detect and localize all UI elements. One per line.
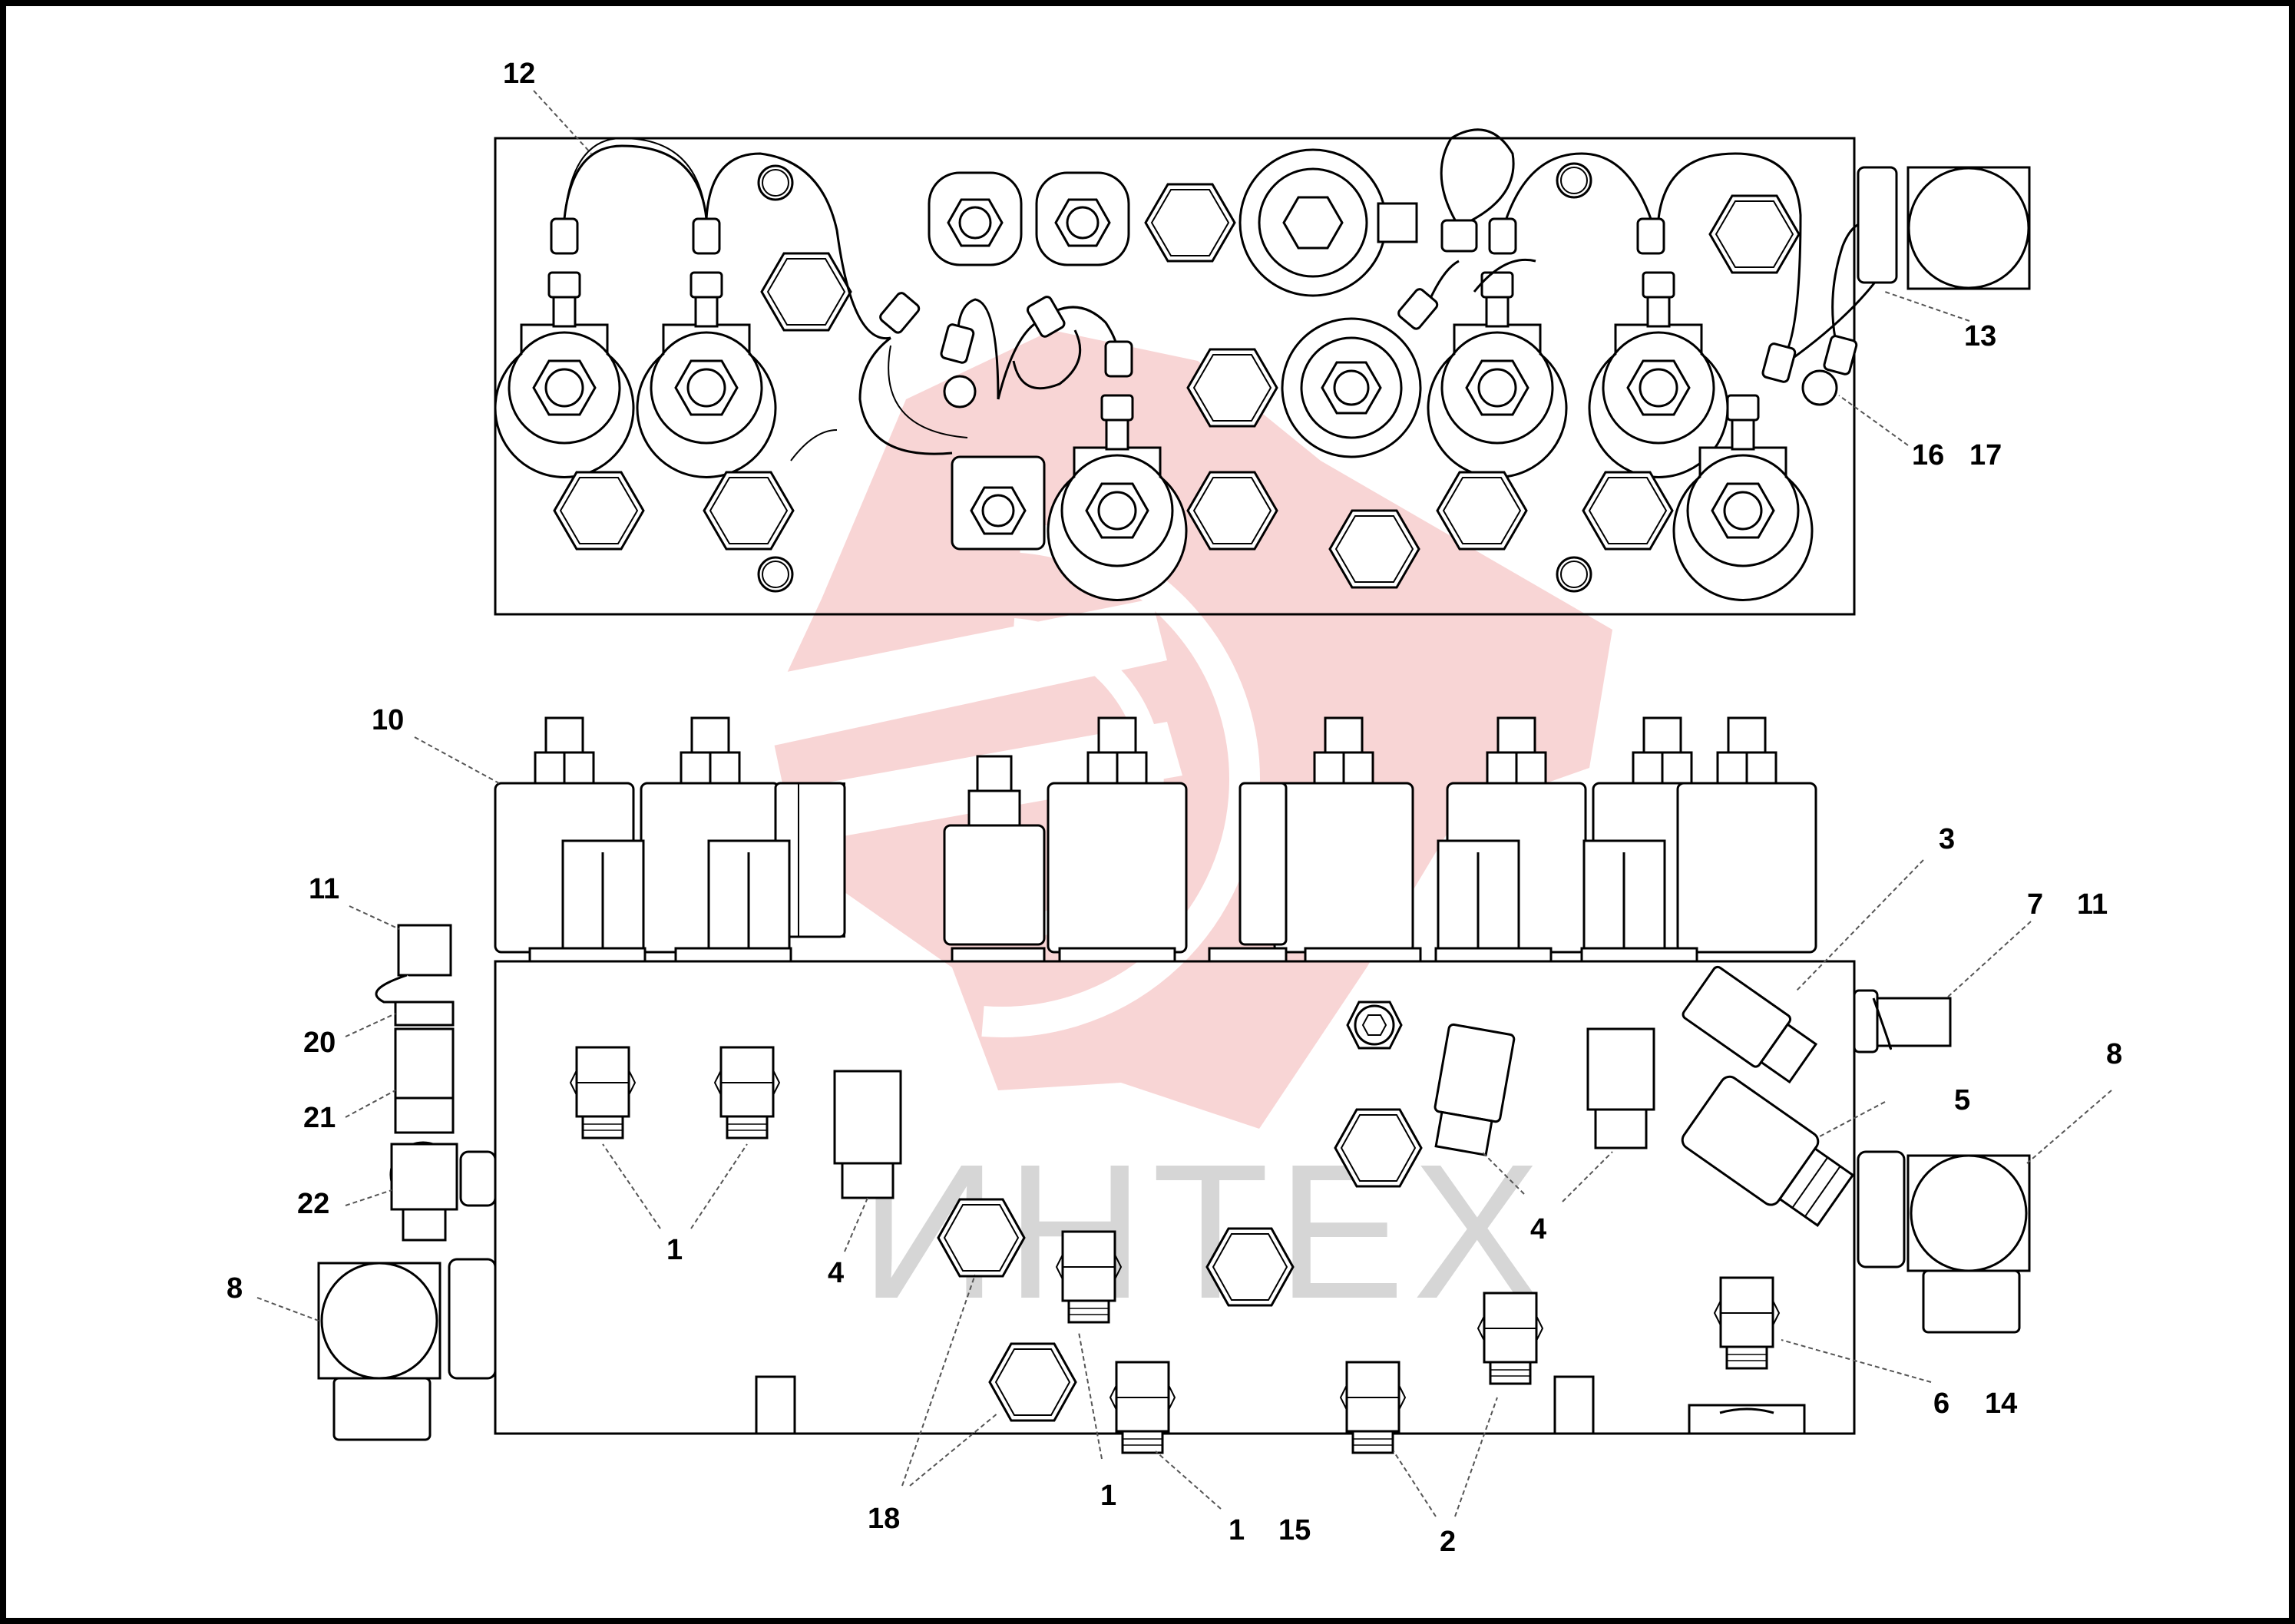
hex-plug-top (553, 471, 645, 551)
leader-lines (256, 90, 2112, 1517)
callout-10: 10 (372, 704, 404, 736)
callout-4: 4 (828, 1257, 844, 1289)
callout-11: 11 (309, 873, 339, 905)
callout-17: 17 (1969, 439, 2002, 471)
callout-4-right: 4 (1530, 1213, 1546, 1245)
cartridge-valve (1109, 1361, 1176, 1454)
top-view-plate (494, 128, 2031, 616)
pressure-switch (833, 1023, 1655, 1199)
callout-16: 16 (1912, 439, 1944, 471)
callout-2: 2 (1440, 1526, 1456, 1558)
test-point-left (375, 924, 497, 1242)
o-ring-port (1556, 556, 1592, 593)
hex-plug-top (1708, 194, 1801, 274)
solenoid-coil (1676, 716, 1817, 954)
callout-1-bottom: 1 (1100, 1480, 1116, 1512)
callout-21: 21 (303, 1102, 336, 1134)
solenoid-valve-top (1588, 271, 1729, 478)
callout-14: 14 (1985, 1388, 2017, 1420)
callout-15: 15 (1278, 1514, 1311, 1546)
elbow-fitting-left (317, 1258, 497, 1441)
solenoid-valve-top (636, 271, 777, 478)
wire-harness (563, 128, 1896, 461)
callout-3: 3 (1939, 823, 1955, 855)
cartridge-valve (1339, 1361, 1407, 1454)
valve-hex-bodies (528, 839, 1698, 963)
solenoid-valve-top (1427, 271, 1568, 478)
hex-plug-top (760, 252, 852, 332)
front-view-block (317, 716, 2031, 1454)
callout-8-left: 8 (227, 1272, 243, 1305)
small-valve-top (928, 171, 1023, 266)
elbow-fitting-top (1857, 166, 2031, 290)
partial-coil (774, 782, 1288, 946)
small-valve-top (1281, 317, 1422, 458)
solenoid-valve-top (494, 271, 635, 478)
callout-1-b2: 1 (1229, 1514, 1245, 1546)
callout-1: 1 (666, 1234, 683, 1266)
test-point-right (1853, 989, 1952, 1053)
cartridge-valve (1713, 1276, 1781, 1370)
terminal-lugs (550, 217, 1858, 408)
small-valve-top (951, 455, 1046, 551)
hex-plug-top (1144, 183, 1236, 263)
callout-20: 20 (303, 1027, 336, 1059)
callout-7: 7 (2027, 888, 2043, 921)
elbow-fitting-right (1857, 1150, 2031, 1334)
socket-plug (1346, 1001, 1403, 1050)
small-coil (943, 755, 1046, 946)
hex-plug-top (1582, 471, 1674, 551)
callout-13: 13 (1964, 320, 1996, 352)
angled-valve-5 (1681, 1075, 1855, 1227)
cartridge-valve (1477, 1292, 1544, 1385)
angled-sensor-3 (1682, 965, 1818, 1084)
cartridge-valve (569, 1046, 637, 1139)
cartridge-valve (713, 1046, 781, 1139)
hex-plug-front (988, 1342, 1077, 1422)
callout-8-right: 8 (2106, 1038, 2122, 1070)
hex-plug-top (703, 471, 795, 551)
o-ring-port (757, 164, 794, 201)
o-ring-port (757, 556, 794, 593)
callout-6: 6 (1933, 1388, 1949, 1420)
mounting-tabs (755, 1375, 1806, 1435)
callout-5: 5 (1954, 1084, 1970, 1116)
callout-18: 18 (868, 1503, 900, 1535)
o-ring-port (1556, 162, 1592, 199)
callout-11-right: 11 (2077, 888, 2108, 921)
small-valve-top (1035, 171, 1130, 266)
callout-labels: 12 13 16 17 10 11 20 21 22 8 1 4 3 7 11 … (227, 58, 2122, 1558)
small-valve-top (1238, 148, 1418, 297)
callout-22: 22 (297, 1188, 329, 1220)
callout-12: 12 (503, 58, 535, 90)
